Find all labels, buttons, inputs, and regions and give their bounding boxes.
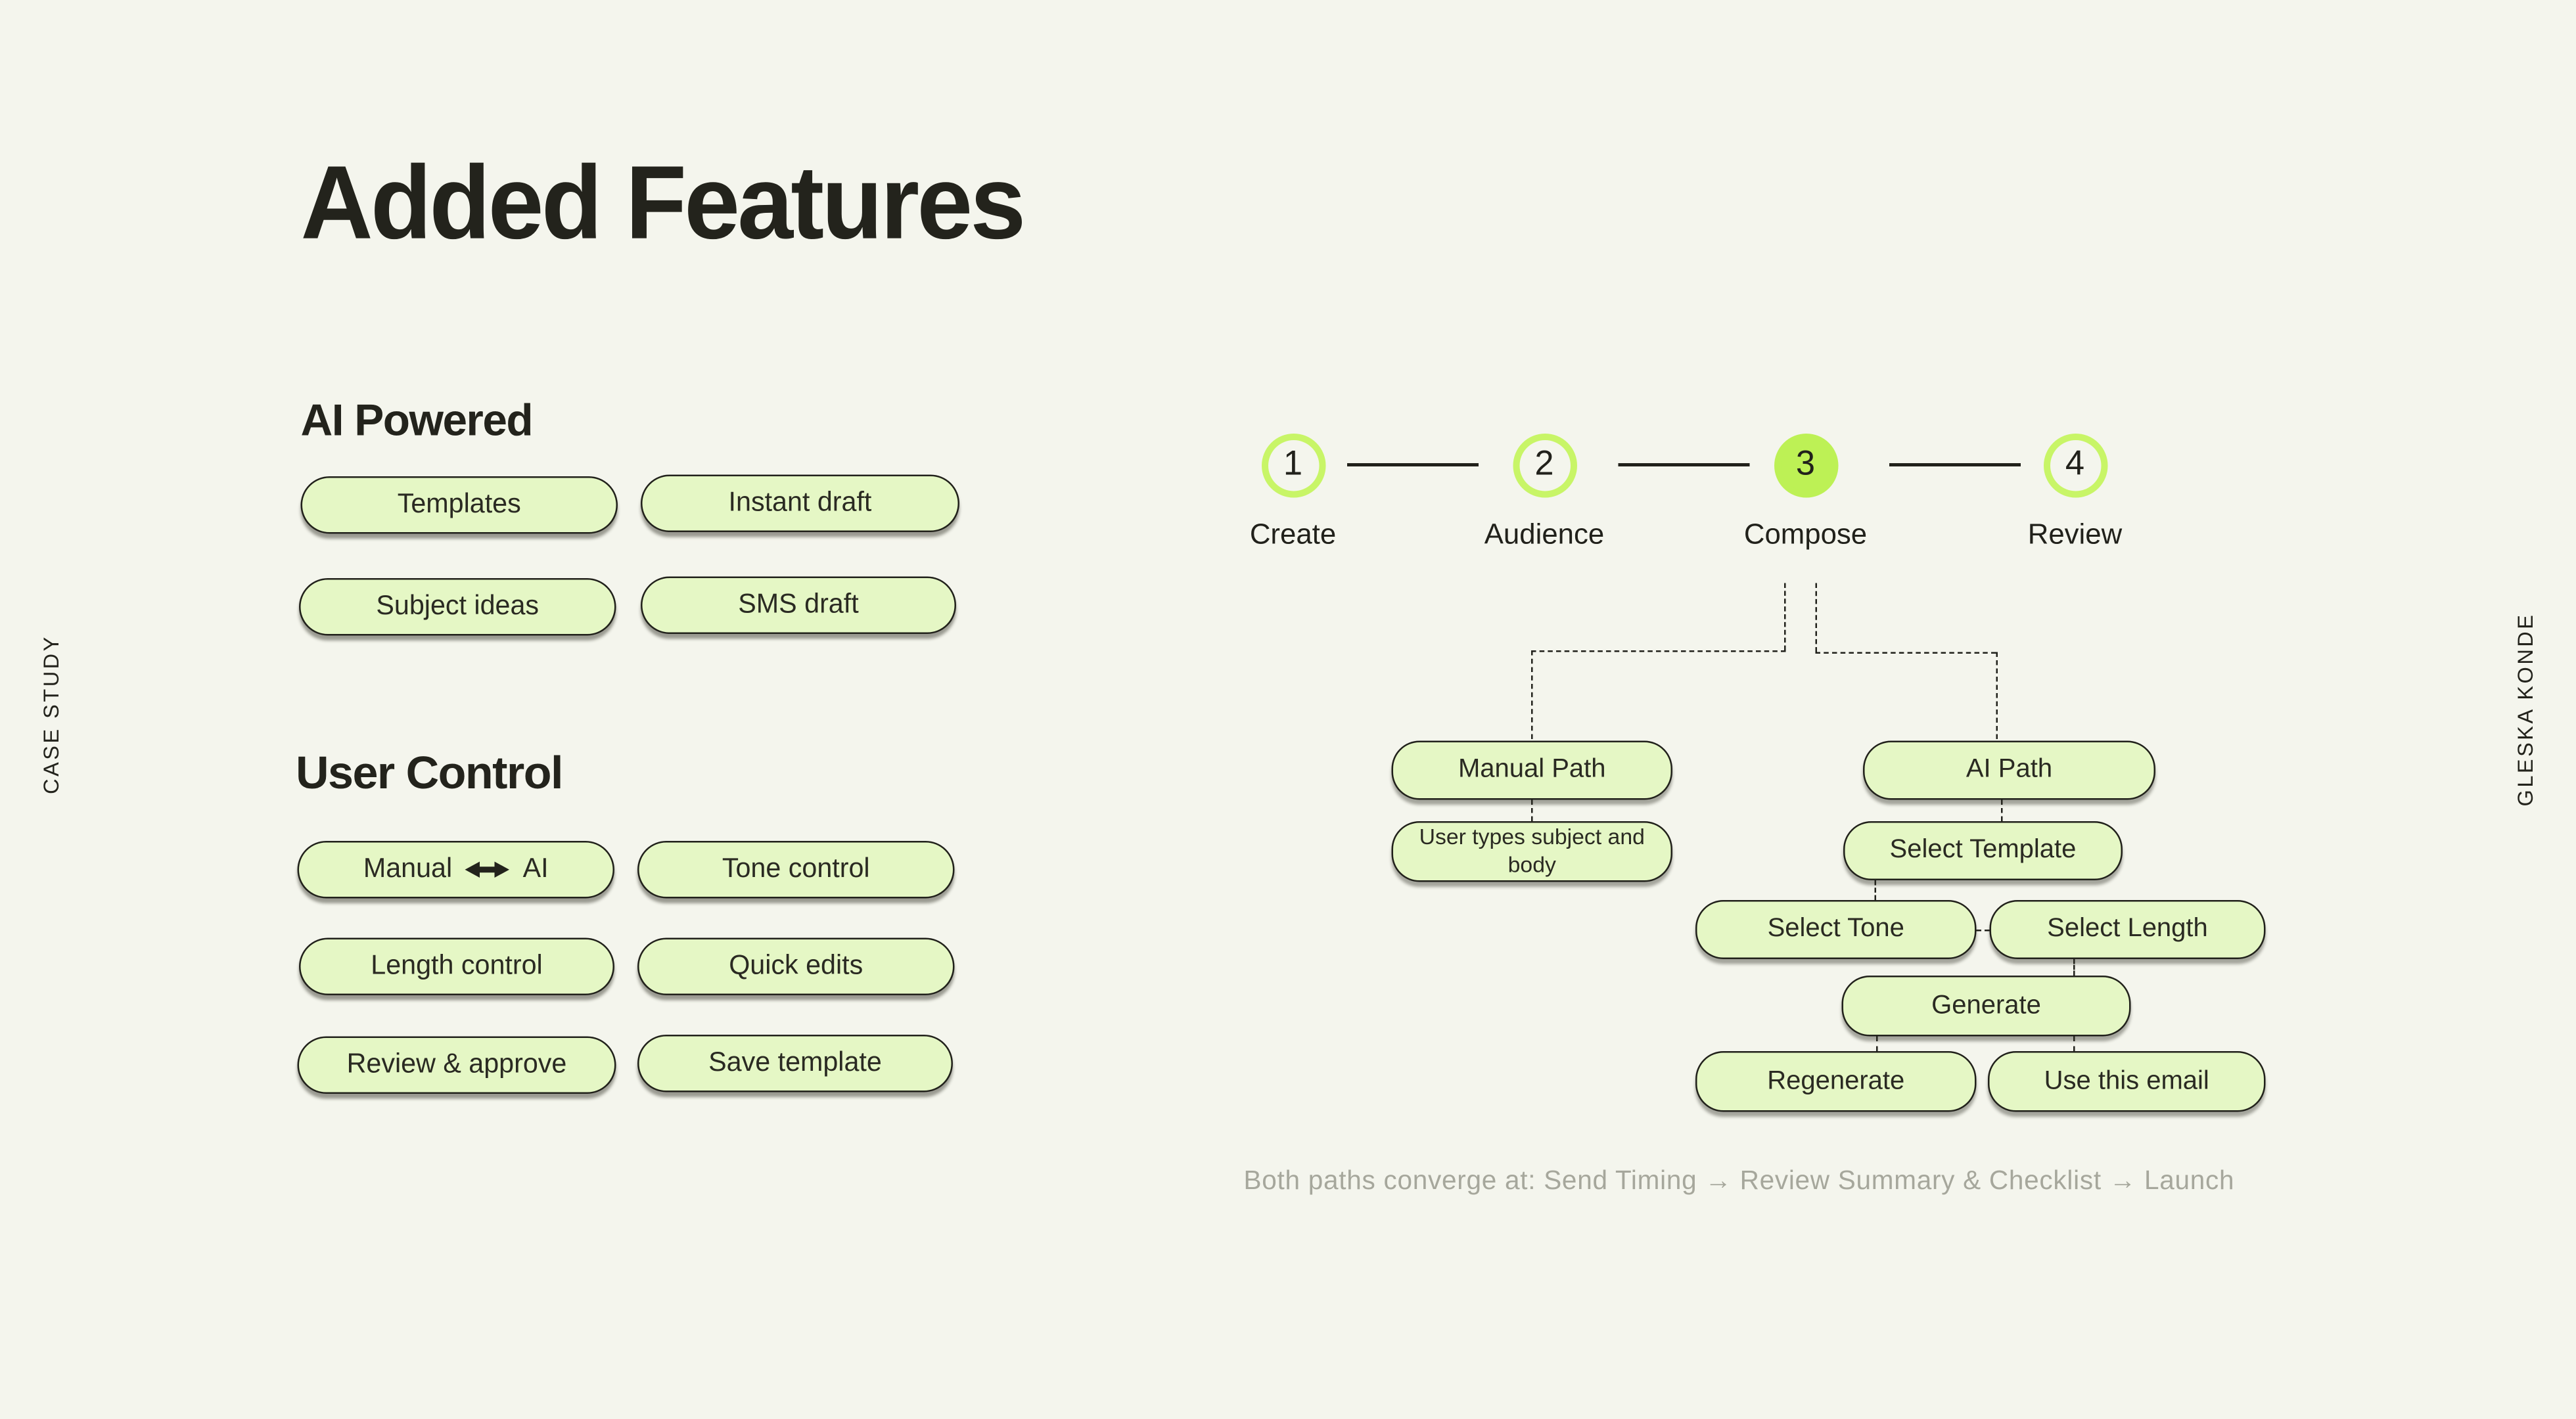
section-heading-user-control: User Control xyxy=(296,747,563,798)
flow-node-generate: Generate xyxy=(1841,976,2131,1037)
step-connector-line xyxy=(1889,463,2021,466)
flow-node-select-length: Select Length xyxy=(1989,900,2266,959)
flow-node-select-tone: Select Tone xyxy=(1695,900,1977,959)
flow-connector xyxy=(2073,959,2075,976)
feature-pill-save-template: Save template xyxy=(637,1035,953,1092)
step-connector-line xyxy=(1347,463,1479,466)
feature-pill-templates: Templates xyxy=(300,476,618,534)
case-study-rail-label: CASE STUDY xyxy=(38,635,64,794)
feature-pill-tone-control: Tone control xyxy=(637,841,955,899)
pill-label: Tone control xyxy=(722,854,870,884)
flow-connector xyxy=(2073,1036,2075,1051)
step-circle-4: 4 xyxy=(2042,432,2107,497)
author-rail-label: GLESKA KONDE xyxy=(2512,612,2538,807)
step-label-create: Create xyxy=(1249,517,1337,551)
feature-pill-subject-ideas: Subject ideas xyxy=(299,578,616,636)
feature-pill-manual-ai-toggle: Manual AI xyxy=(297,841,614,899)
flow-connector xyxy=(2001,800,2003,821)
left-right-arrow-icon xyxy=(465,861,510,878)
flow-node-user-types-subject-body: User types subject and body xyxy=(1391,821,1672,882)
pill-label: Save template xyxy=(708,1048,882,1077)
pill-label: AI xyxy=(522,854,549,884)
feature-pill-instant-draft: Instant draft xyxy=(641,474,959,532)
flow-connector xyxy=(1976,930,1990,932)
step-label-audience: Audience xyxy=(1484,517,1605,551)
flow-node-use-this-email: Use this email xyxy=(1988,1051,2266,1112)
flow-node-select-template: Select Template xyxy=(1843,821,2123,880)
convergence-note: Both paths converge at: Send Timing → Re… xyxy=(1243,1166,2235,1196)
section-heading-ai-powered: AI Powered xyxy=(300,395,534,445)
pill-label: Templates xyxy=(397,489,521,519)
pill-label: Quick edits xyxy=(729,951,863,981)
feature-pill-length-control: Length control xyxy=(299,937,614,995)
flow-connector xyxy=(1531,650,1786,652)
flow-connector xyxy=(1784,583,1786,650)
pill-label: Subject ideas xyxy=(376,591,540,621)
feature-pill-sms-draft: SMS draft xyxy=(641,576,956,634)
step-circle-1: 1 xyxy=(1260,432,1325,497)
flow-connector xyxy=(1876,1036,1878,1051)
flow-connector xyxy=(1874,880,1876,900)
feature-pill-quick-edits: Quick edits xyxy=(637,937,955,995)
step-circle-2: 2 xyxy=(1512,432,1576,497)
pill-label: Length control xyxy=(371,951,543,981)
pill-label: Instant draft xyxy=(728,487,872,518)
step-connector-line xyxy=(1618,463,1750,466)
flow-connector xyxy=(1815,583,1817,652)
pill-label: Manual xyxy=(363,854,453,884)
step-label-compose: Compose xyxy=(1743,517,1868,551)
flow-connector xyxy=(1815,652,1996,654)
flow-node-ai-path: AI Path xyxy=(1863,740,2155,800)
flow-connector xyxy=(1996,652,1998,739)
pill-label: Review & approve xyxy=(346,1049,567,1079)
page-title: Added Features xyxy=(300,144,1026,261)
feature-pill-review-approve: Review & approve xyxy=(297,1036,616,1094)
flow-connector xyxy=(1531,800,1533,821)
pill-label: SMS draft xyxy=(738,589,859,619)
step-circle-3-active: 3 xyxy=(1773,432,1838,497)
step-label-review: Review xyxy=(2027,517,2123,551)
flow-node-manual-path: Manual Path xyxy=(1391,740,1672,800)
flow-connector xyxy=(1531,650,1533,739)
flow-node-regenerate: Regenerate xyxy=(1695,1051,1977,1112)
